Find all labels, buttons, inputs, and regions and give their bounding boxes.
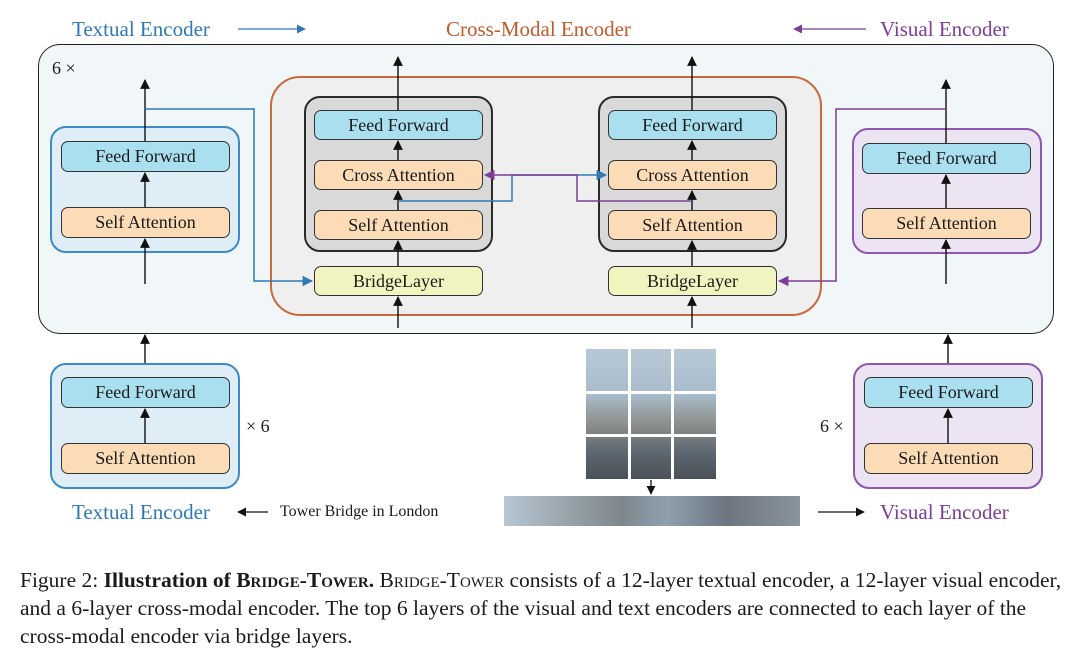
lower-visual-self-attention: Self Attention xyxy=(864,443,1033,474)
patch-sequence xyxy=(504,496,800,526)
caption-lead: Figure 2: xyxy=(20,568,104,592)
textual-encoder-bottom-header: Textual Encoder xyxy=(72,500,210,524)
cross-text-self-attention: Self Attention xyxy=(314,210,483,240)
text-stream-to-visual-cross-attention xyxy=(398,169,608,202)
cross-visual-feed-forward: Feed Forward xyxy=(608,110,777,140)
upper-visual-self-attention: Self Attention xyxy=(862,208,1031,239)
textual-encoder-top-header: Textual Encoder xyxy=(72,17,210,41)
patch-grid-divider-v2 xyxy=(671,349,674,479)
caption-title-prefix: Illustration of xyxy=(103,568,237,592)
cross-visual-self-attention: Self Attention xyxy=(608,210,777,240)
text-repeat-label: × 6 xyxy=(246,416,270,436)
patch-grid-divider-h1 xyxy=(586,391,716,394)
visual-repeat-label: 6 × xyxy=(820,416,844,436)
caption-model-name: Bridge-Tower xyxy=(379,568,505,592)
diagram: Textual Encoder Cross-Modal Encoder Visu… xyxy=(38,17,1054,526)
upper-text-feed-forward: Feed Forward xyxy=(61,141,230,172)
lower-text-feed-forward: Feed Forward xyxy=(61,377,230,408)
caption-body: consists of a 12-layer textual encoder, … xyxy=(20,568,1062,648)
cross-text-feed-forward: Feed Forward xyxy=(314,110,483,140)
upper-text-self-attention: Self Attention xyxy=(61,207,230,238)
input-sentence: Tower Bridge in London xyxy=(280,503,439,520)
cross-visual-cross-attention: Cross Attention xyxy=(608,160,777,190)
visual-to-bridge-connector xyxy=(777,108,946,287)
connector-arrows xyxy=(140,24,953,517)
figure-caption: Figure 2: Illustration of Bridge-Tower. … xyxy=(20,566,1065,650)
upper-visual-feed-forward: Feed Forward xyxy=(862,143,1031,174)
cross-text-cross-attention: Cross Attention xyxy=(314,160,483,190)
lower-visual-feed-forward: Feed Forward xyxy=(864,377,1033,408)
top-repeat-label: 6 × xyxy=(52,58,76,78)
patch-grid-divider-v1 xyxy=(628,349,631,479)
patch-grid-divider-h2 xyxy=(586,434,716,437)
visual-stream-to-text-cross-attention xyxy=(483,169,692,202)
patch-grid xyxy=(586,349,716,479)
lower-text-self-attention: Self Attention xyxy=(61,443,230,474)
text-bridge-layer: BridgeLayer xyxy=(314,266,483,296)
cross-modal-encoder-header: Cross-Modal Encoder xyxy=(446,17,631,41)
text-to-bridge-connector xyxy=(145,108,314,287)
visual-encoder-top-header: Visual Encoder xyxy=(880,17,1009,41)
visual-encoder-bottom-header: Visual Encoder xyxy=(880,500,1009,524)
visual-bridge-layer: BridgeLayer xyxy=(608,266,777,296)
caption-title-model: Bridge-Tower. xyxy=(236,568,375,592)
